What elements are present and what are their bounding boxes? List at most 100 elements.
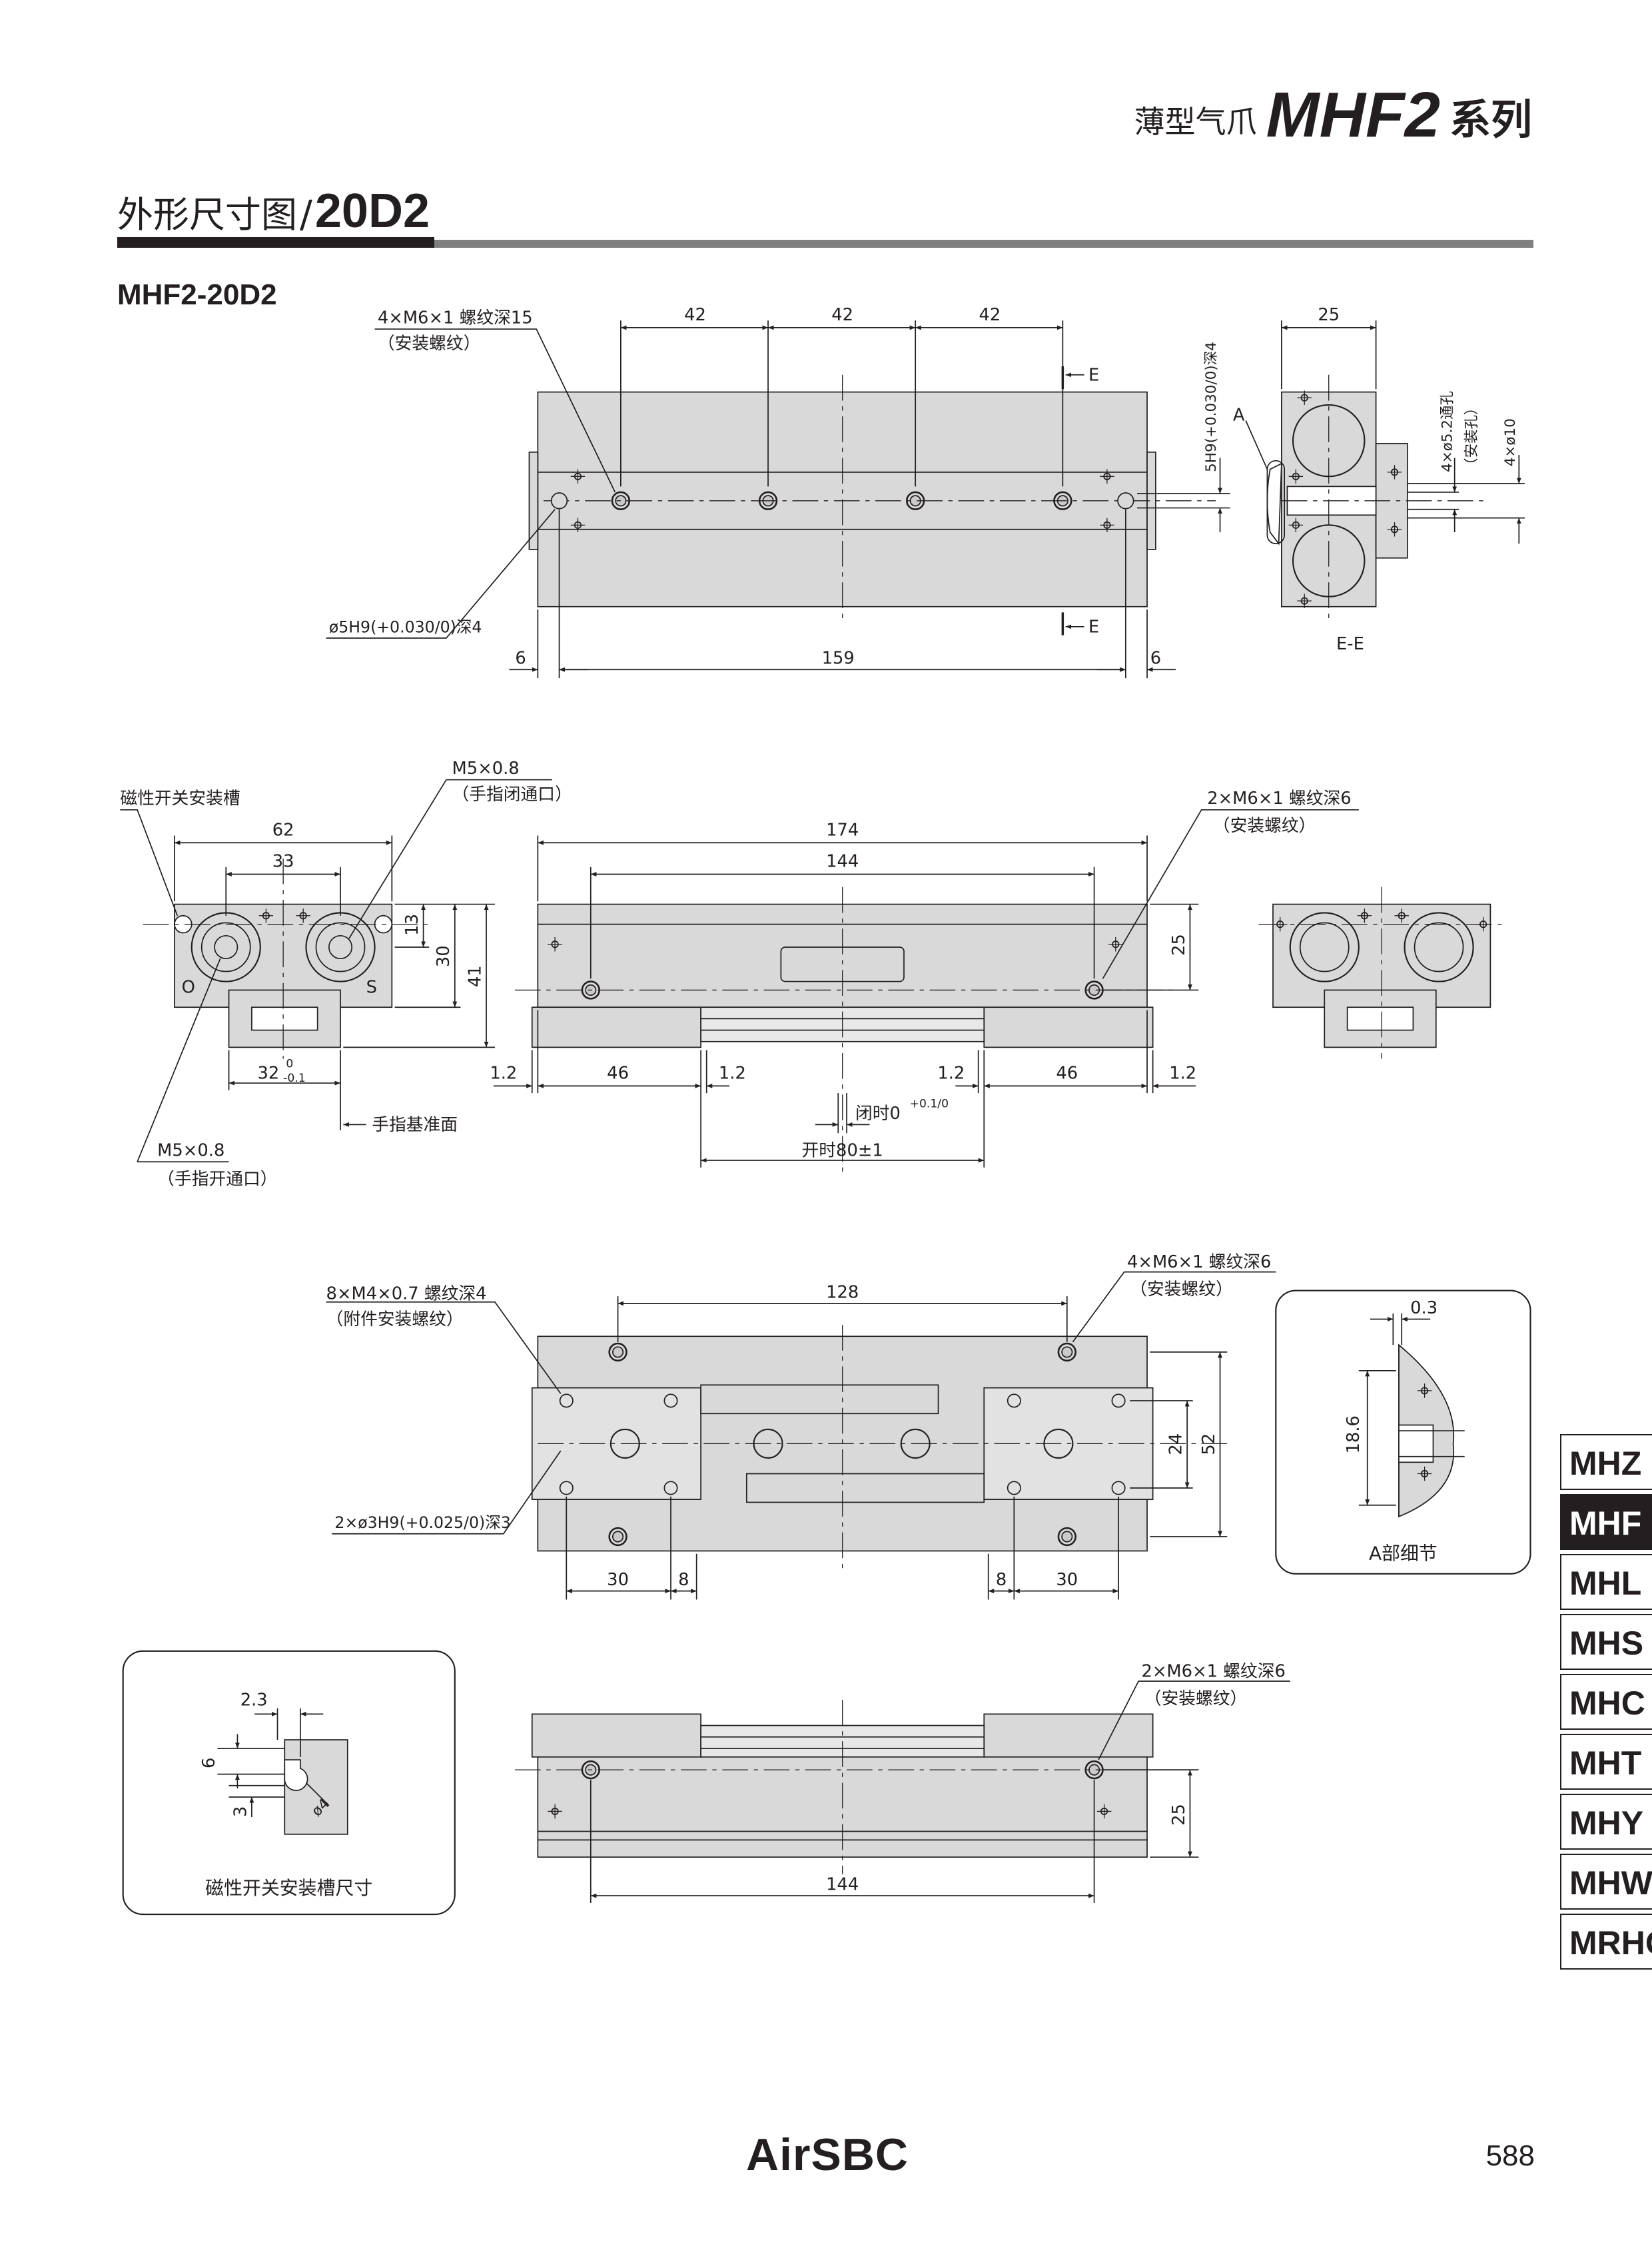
- detail-a-offset: 0.3: [1410, 1298, 1438, 1318]
- front-closed-label: 闭时0: [855, 1104, 901, 1124]
- tab-mht[interactable]: MHT: [1560, 1734, 1652, 1790]
- top-pitch-2: 42: [831, 305, 853, 325]
- brand-logo: AirSBC: [746, 2129, 909, 2180]
- top-view: [326, 320, 1230, 679]
- front-callout-thread-note: （安装螺纹）: [1213, 816, 1316, 836]
- tab-mhf[interactable]: MHF: [1560, 1494, 1652, 1550]
- section-code: 20D2: [314, 185, 430, 238]
- section-counterbore: 4×ø10: [1502, 418, 1519, 466]
- section-width: 25: [1318, 305, 1340, 325]
- rear-callout-thread: 2×M6×1 螺纹深6: [1141, 1662, 1285, 1682]
- rear-callout-thread-note: （安装螺纹）: [1144, 1688, 1248, 1708]
- series-suffix: 系列: [1449, 95, 1532, 144]
- section-ee-view: [1245, 320, 1525, 624]
- section-label: E-E: [1336, 634, 1364, 654]
- slot-detail-box: [122, 1650, 456, 1916]
- bottom-callout-mount: 4×M6×1 螺纹深6: [1127, 1252, 1271, 1272]
- top-length: 159: [822, 649, 855, 669]
- end-callout-open-port: M5×0.8: [157, 1141, 224, 1161]
- rear-hole-pitch: 144: [826, 1875, 859, 1895]
- section-mark-top: E: [1088, 365, 1099, 385]
- slot-caption: 磁性开关安装槽尺寸: [205, 1877, 372, 1899]
- end-port-pitch: 33: [272, 852, 294, 872]
- tab-mrhq[interactable]: MRHQ: [1560, 1914, 1652, 1970]
- section-title: 外形尺寸图/20D2: [117, 184, 430, 238]
- detail-mark-a: A: [1233, 406, 1245, 426]
- bottom-view: [326, 1271, 1276, 1600]
- series-model: MHF2: [1266, 79, 1440, 151]
- end-height-13: 13: [402, 914, 422, 936]
- top-hole-depth: 5H9(+0.030/0)深4: [1203, 342, 1220, 472]
- series-nav: MHZ MHF MHL MHS MHC MHT MHY MHW MRHQ: [1560, 1434, 1652, 1974]
- front-finger-right: 46: [1056, 1064, 1078, 1084]
- end-marker-s: S: [366, 978, 377, 998]
- top-callout-pin: ø5H9(+0.030/0)深4: [329, 617, 482, 636]
- end-height-41: 41: [465, 965, 485, 987]
- front-overall-length: 174: [826, 820, 859, 840]
- end-view-right: [1258, 887, 1505, 1059]
- bottom-callout-pin: 2×ø3H9(+0.025/0)深3: [334, 1513, 510, 1532]
- end-finger-tol-lower: -0.1: [283, 1072, 306, 1085]
- front-finger-left: 46: [607, 1064, 629, 1084]
- tab-mhw[interactable]: MHW: [1560, 1854, 1652, 1910]
- end-marker-o: O: [182, 978, 195, 998]
- top-callout-thread-note: （安装螺纹）: [378, 334, 481, 354]
- bottom-callout-accessory-note: （附件安装螺纹）: [326, 1309, 464, 1329]
- top-end-left: 6: [515, 649, 526, 669]
- bottom-right-30: 30: [1056, 1570, 1078, 1590]
- front-gap-left: 1.2: [490, 1064, 517, 1084]
- slot-width: 2.3: [240, 1690, 268, 1710]
- section-title-text: 外形尺寸图: [117, 194, 297, 236]
- front-open-label: 开时80±1: [802, 1141, 883, 1161]
- top-pitch-1: 42: [684, 305, 706, 325]
- end-callout-slot: 磁性开关安装槽: [120, 789, 240, 809]
- bottom-pitch-128: 128: [826, 1282, 859, 1302]
- tab-mhc[interactable]: MHC: [1560, 1674, 1652, 1730]
- bottom-height-24: 24: [1166, 1433, 1186, 1455]
- rear-height-25: 25: [1169, 1804, 1189, 1826]
- end-callout-close-note: （手指闭通口）: [452, 785, 572, 805]
- bottom-height-52: 52: [1199, 1433, 1219, 1455]
- front-callout-thread: 2×M6×1 螺纹深6: [1207, 789, 1351, 809]
- front-view: [493, 809, 1359, 1174]
- top-end-right: 6: [1150, 649, 1161, 669]
- front-gap-right: 1.2: [1169, 1064, 1196, 1084]
- end-callout-close-port: M5×0.8: [452, 759, 520, 779]
- section-separator: /: [300, 193, 312, 236]
- end-width: 62: [272, 820, 294, 840]
- end-finger-width: 32: [257, 1064, 279, 1084]
- end-callout-open-note: （手指开通口）: [157, 1170, 277, 1190]
- section-through-hole-note: （安装孔）: [1463, 400, 1480, 472]
- detail-a-caption: A部细节: [1369, 1542, 1438, 1564]
- top-callout-thread: 4×M6×1 螺纹深15: [378, 308, 533, 328]
- end-finger-reference: 手指基准面: [372, 1115, 458, 1135]
- end-finger-tol-upper: 0: [286, 1057, 293, 1070]
- bottom-left-30: 30: [607, 1570, 629, 1590]
- front-hole-pitch: 144: [826, 852, 859, 872]
- series-prefix: 薄型气爪: [1134, 104, 1257, 140]
- header-rule-accent: [117, 237, 434, 248]
- tab-mhs[interactable]: MHS: [1560, 1614, 1652, 1670]
- rear-view: [514, 1681, 1290, 1903]
- end-view: [120, 779, 552, 1163]
- bottom-left-8: 8: [678, 1570, 689, 1590]
- header-rule: [117, 240, 1533, 248]
- slot-depth-3: 3: [230, 1806, 250, 1817]
- bottom-right-8: 8: [996, 1570, 1007, 1590]
- detail-a-box: [1275, 1290, 1531, 1575]
- detail-a-height: 18.6: [1344, 1415, 1364, 1453]
- model-title: MHF2-20D2: [117, 278, 277, 311]
- bottom-callout-accessory: 8×M4×0.7 螺纹深4: [326, 1284, 487, 1304]
- section-mark-bottom: E: [1088, 617, 1099, 637]
- section-through-hole: 4×ø5.2通孔: [1439, 391, 1455, 472]
- front-inner-right: 1.2: [937, 1064, 965, 1084]
- tab-mhz[interactable]: MHZ: [1560, 1434, 1652, 1490]
- front-height-25: 25: [1169, 934, 1189, 956]
- bottom-callout-mount-note: （安装螺纹）: [1130, 1280, 1233, 1300]
- tab-mhy[interactable]: MHY: [1560, 1794, 1652, 1850]
- tab-mhl[interactable]: MHL: [1560, 1554, 1652, 1610]
- page-number: 588: [1485, 2139, 1535, 2172]
- top-pitch-3: 42: [979, 305, 1001, 325]
- front-inner-left: 1.2: [719, 1064, 746, 1084]
